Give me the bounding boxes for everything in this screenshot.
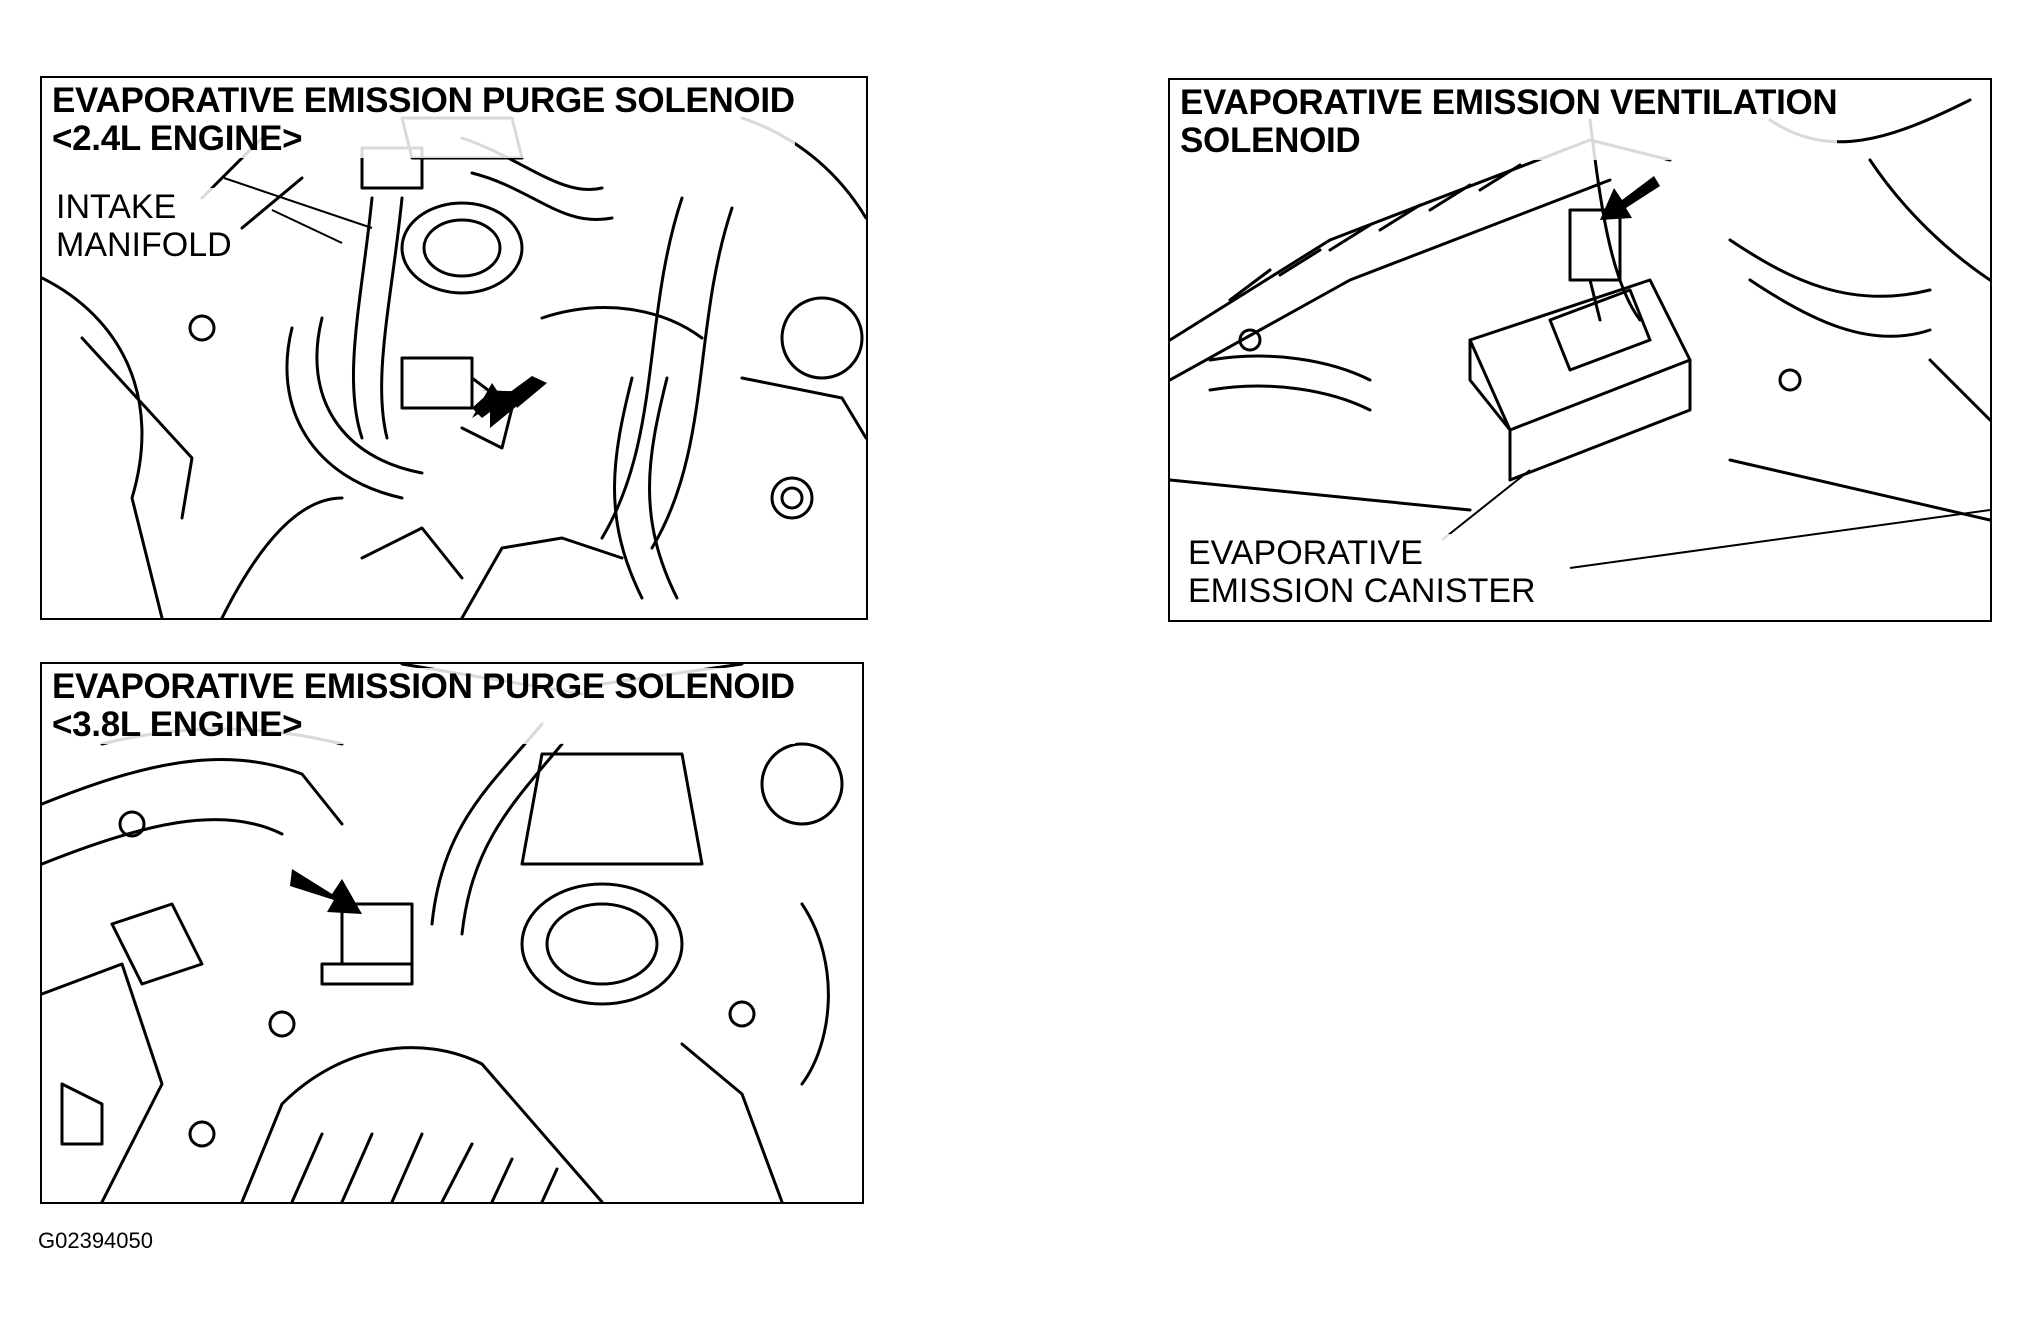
engine-drawing-3-8l [42,664,844,1202]
title-line-1: EVAPORATIVE EMISSION VENTILATION [1180,83,1838,122]
panel-title-ventilation: EVAPORATIVE EMISSION VENTILATION SOLENOI… [1180,83,1838,160]
callout-line-2: EMISSION CANISTER [1188,572,1536,610]
pointer-arrow-ventilation [1600,176,1660,220]
callout-evaporative-emission-canister: EVAPORATIVE EMISSION CANISTER [1188,534,1536,610]
title-line-1: EVAPORATIVE EMISSION PURGE SOLENOID [52,81,795,120]
title-line-2: <2.4L ENGINE> [52,119,303,158]
callout-line-1: EVAPORATIVE [1188,534,1423,572]
title-line-2: SOLENOID [1180,121,1361,160]
arrow-head [472,376,547,418]
panel-title-purge-2-4l: EVAPORATIVE EMISSION PURGE SOLENOID <2.4… [52,82,795,158]
callout-line-1: INTAKE [56,188,177,226]
panel-purge-solenoid-2-4l: EVAPORATIVE EMISSION PURGE SOLENOID <2.4… [40,76,868,620]
pointer-arrow-purge-3-8l [290,869,362,914]
title-line-1: EVAPORATIVE EMISSION PURGE SOLENOID [52,667,795,706]
panel-ventilation-solenoid: EVAPORATIVE EMISSION VENTILATION SOLENOI… [1168,78,1992,622]
canister-drawing [1170,98,1990,569]
figure-id: G02394050 [38,1228,153,1253]
panel-title-purge-3-8l: EVAPORATIVE EMISSION PURGE SOLENOID <3.8… [52,668,795,744]
callout-intake-manifold: INTAKE MANIFOLD [56,188,232,264]
panel-purge-solenoid-3-8l: EVAPORATIVE EMISSION PURGE SOLENOID <3.8… [40,662,864,1204]
engine-drawing-2-4l [42,116,866,618]
title-line-2: <3.8L ENGINE> [52,705,303,744]
callout-line-2: MANIFOLD [56,226,232,264]
